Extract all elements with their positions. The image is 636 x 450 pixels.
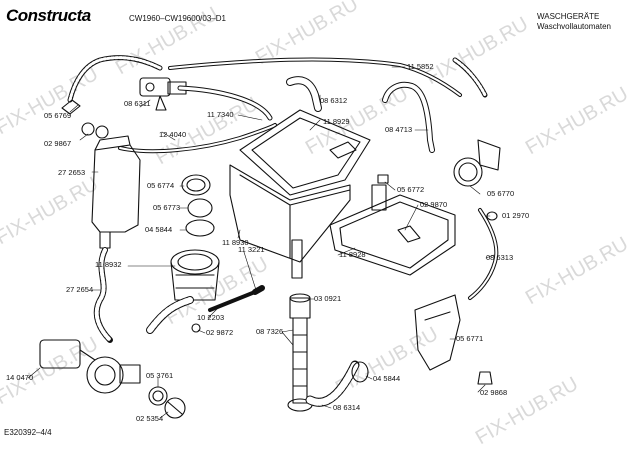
model-number: CW1960–CW19600/03–D1: [129, 14, 226, 23]
part-label: 11 8932: [95, 260, 122, 269]
part-label: 27 2653: [58, 168, 86, 177]
part-label: 05 3761: [146, 371, 174, 380]
seal-056774: [181, 174, 211, 196]
part-label: 11 7340: [207, 110, 234, 119]
part-label: 02 9867: [44, 139, 72, 148]
seal-ring: [81, 122, 95, 136]
drain-pump: [39, 339, 141, 394]
inlet-valve: [139, 77, 187, 111]
part-label: 11 8930: [222, 238, 249, 247]
part-label: 11 8928: [339, 250, 366, 259]
selector-switch: [453, 139, 501, 187]
part-label: 04 5844: [373, 374, 401, 383]
part-label: 12 4040: [159, 130, 187, 139]
drawer-tray: [329, 184, 456, 276]
cap-025354: [164, 397, 186, 419]
washer-029872: [191, 323, 201, 333]
leader-lines: [27, 66, 495, 419]
part-label: 02 9872: [206, 328, 234, 337]
bracket-084713: [382, 81, 435, 153]
drawer-housing: [229, 164, 351, 279]
drawing-id: E320392–4/4: [4, 428, 52, 437]
clip-029868: [477, 371, 493, 385]
part-label: 08 6312: [320, 96, 348, 105]
part-label: 02 9868: [480, 388, 508, 397]
corrugated-hose-top: [67, 55, 163, 103]
category-title: WASCHGERÄTE: [537, 12, 600, 21]
part-label: 01 2970: [502, 211, 530, 220]
ring-045844-b: [351, 361, 369, 383]
part-label: 05 6769: [44, 111, 72, 120]
rod-102203: [208, 290, 257, 312]
part-label: 11 8929: [323, 117, 350, 126]
part-label: 27 2654: [66, 285, 94, 294]
standpipe: [287, 293, 313, 412]
clamp-056773: [187, 198, 213, 218]
part-label: 05 6774: [147, 181, 175, 190]
brand-logo: Constructa: [6, 6, 91, 25]
part-label: 08 4713: [385, 125, 413, 134]
part-label: 11 3221: [238, 245, 265, 254]
part-label: 05 6772: [397, 185, 425, 194]
part-label: 02 9870: [420, 200, 448, 209]
container-272653: [91, 135, 141, 249]
part-label: 05 6771: [456, 334, 484, 343]
part-label: 10 2203: [197, 313, 225, 322]
part-label: 05 6770: [487, 189, 515, 198]
category-subtitle: Waschvollautomaten: [537, 22, 611, 31]
seal-ring: [95, 125, 109, 139]
elbow-fitting: [61, 99, 81, 115]
part-label: 11 5852: [407, 62, 434, 71]
part-label: 04 5844: [145, 225, 173, 234]
part-label: 14 0470: [6, 373, 34, 382]
ring-045844: [185, 219, 215, 237]
part-label: 05 6773: [153, 203, 181, 212]
part-label: 02 5354: [136, 414, 164, 423]
part-label: 08 6314: [333, 403, 361, 412]
part-label: 08 6313: [486, 253, 514, 262]
small-cap: [377, 174, 389, 184]
corrugated-end: [452, 57, 488, 98]
part-label: 08 6311: [124, 99, 151, 108]
drain-boot: [170, 249, 220, 301]
part-label: 08 7326: [256, 327, 284, 336]
bracket-056771: [414, 294, 461, 371]
detergent-lid: [239, 109, 371, 196]
seal-053761: [148, 386, 168, 406]
part-label: 03 0921: [314, 294, 342, 303]
rod-end: [252, 285, 265, 295]
